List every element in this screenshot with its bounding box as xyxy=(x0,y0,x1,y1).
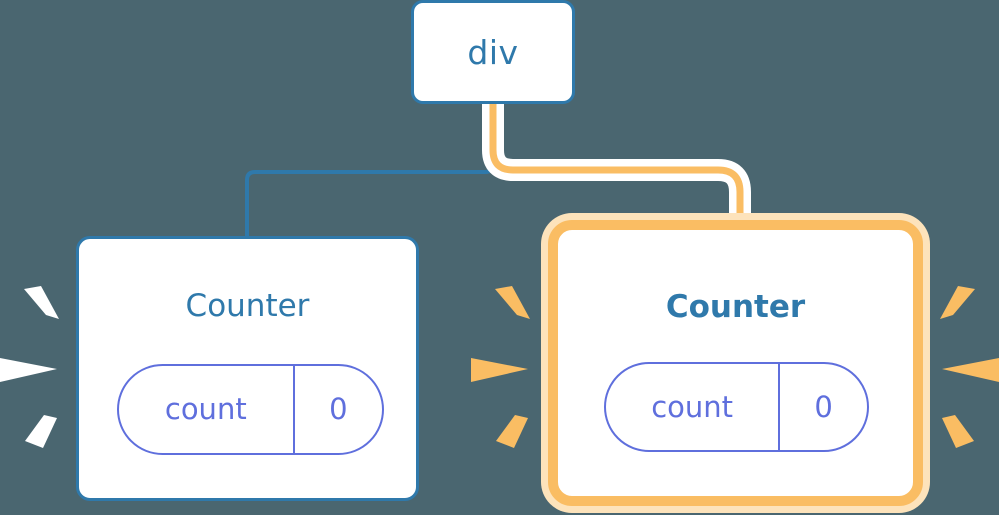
edge-div-to-right-counter-halo xyxy=(482,104,751,224)
node-div-label: div xyxy=(467,32,519,72)
burst-ray-upper xyxy=(24,286,59,319)
node-counter-right-body: Counter count 0 xyxy=(564,236,907,490)
state-value-left: 0 xyxy=(292,366,382,453)
state-key-left: count xyxy=(164,392,247,426)
burst-ray-lower xyxy=(942,415,974,448)
burst-ray-middle xyxy=(0,358,57,382)
burst-ray-upper xyxy=(940,286,975,319)
burst-ray-upper xyxy=(495,286,530,319)
edge-div-to-right-counter xyxy=(489,104,744,224)
state-value-right: 0 xyxy=(778,364,867,450)
state-pill-left[interactable]: count 0 xyxy=(117,364,384,455)
burst-ray-lower xyxy=(496,415,528,448)
burst-ray-middle xyxy=(942,358,999,382)
node-counter-right-highlight-ring: Counter count 0 xyxy=(548,220,923,506)
node-counter-right[interactable]: Counter count 0 xyxy=(564,236,907,490)
burst-ray-middle xyxy=(471,358,528,382)
node-counter-left[interactable]: Counter count 0 xyxy=(76,236,419,501)
right-counter-burst-left xyxy=(471,286,530,448)
state-key-right: count xyxy=(651,389,734,424)
node-counter-left-body: Counter count 0 xyxy=(79,239,416,498)
right-counter-burst-right xyxy=(940,286,999,448)
burst-ray-lower xyxy=(25,415,57,448)
node-counter-left-label: Counter xyxy=(185,288,310,324)
node-counter-right-label: Counter xyxy=(665,289,806,325)
node-div[interactable]: div xyxy=(411,0,575,104)
edge-div-to-left-counter xyxy=(245,104,495,236)
left-counter-burst xyxy=(0,286,59,448)
state-pill-right[interactable]: count 0 xyxy=(604,362,869,452)
